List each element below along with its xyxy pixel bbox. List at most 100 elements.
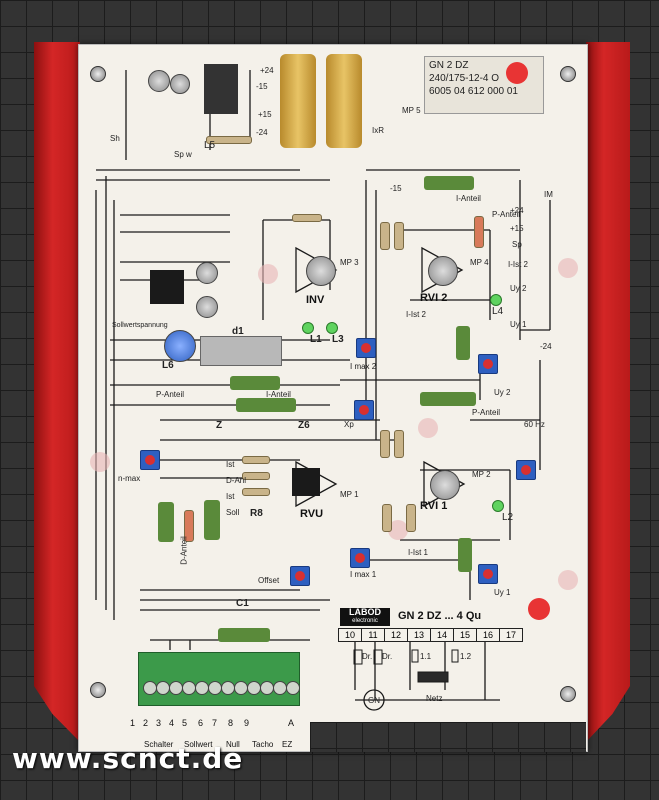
- label-danl: D-Anl: [226, 476, 247, 485]
- terminal-screw[interactable]: [221, 681, 235, 695]
- label-rvi2: RVI 2: [420, 292, 448, 304]
- green-terminal-block: [138, 652, 300, 706]
- pot-nmax[interactable]: [140, 450, 160, 470]
- resistor-v2: [394, 222, 404, 250]
- terminal-screw[interactable]: [234, 681, 248, 695]
- label-ist2: I-Ist 2: [406, 310, 427, 319]
- label-m24: -24: [256, 128, 268, 137]
- voltage-regulator: [204, 64, 238, 114]
- pin-number: 2: [143, 718, 149, 728]
- film-cap-8: [458, 538, 472, 572]
- label-60hz: 60 Hz: [524, 420, 545, 429]
- elko-4: [196, 296, 218, 318]
- label-ianteil-1: I-Anteil: [266, 390, 291, 399]
- bottom-label: Tacho: [252, 740, 274, 749]
- label-danteil: D-Anteil: [179, 536, 189, 565]
- label-soll: Soll: [226, 508, 240, 517]
- small-elko-1: [148, 70, 170, 92]
- label-zd: Z: [216, 420, 223, 431]
- led-l4: [490, 294, 502, 306]
- terminal-screw[interactable]: [247, 681, 261, 695]
- terminal-screw[interactable]: [208, 681, 222, 695]
- terminal-num: 17: [499, 628, 523, 642]
- label-p15b: +15: [510, 224, 524, 233]
- label-uy2: Uy 2: [494, 388, 511, 397]
- left-red-rail: [34, 42, 80, 742]
- op-amp-rvi1: [430, 470, 460, 500]
- pin-number: A: [288, 718, 295, 728]
- label-sh: Sh: [110, 134, 120, 143]
- brand-sub: electronic: [352, 618, 378, 624]
- resistor: [206, 136, 252, 144]
- label-spw: Sp w: [174, 150, 192, 159]
- label-panteil-2: P-Anteil: [492, 210, 521, 219]
- terminal-screw[interactable]: [156, 681, 170, 695]
- label-l2: L2: [502, 512, 514, 523]
- label-d1: d1: [232, 326, 244, 337]
- label-gn: GN: [368, 696, 380, 705]
- pin-number: 6: [198, 718, 204, 728]
- label-l4: L4: [492, 306, 504, 317]
- pot-uy1[interactable]: [478, 564, 498, 584]
- pin-number: 8: [228, 718, 234, 728]
- right-red-rail: [586, 42, 630, 742]
- terminal-num: 12: [384, 628, 408, 642]
- label-dr-2: Dr.: [382, 652, 393, 661]
- blue-elko: [164, 330, 196, 362]
- pin-number: 1: [130, 718, 136, 728]
- ic-chip: [150, 270, 184, 304]
- terminal-screw[interactable]: [286, 681, 300, 695]
- op-amp-rvu: [292, 468, 320, 496]
- pot-offset[interactable]: [290, 566, 310, 586]
- label-p15: +15: [258, 110, 272, 119]
- film-cap-6: [204, 500, 220, 540]
- terminal-screw[interactable]: [182, 681, 196, 695]
- film-cap-9: [218, 628, 270, 642]
- film-cap-7: [456, 326, 470, 360]
- pin-number: 7: [212, 718, 218, 728]
- watermark: www.scnct.de: [12, 742, 244, 775]
- red-sticker-bottom: [528, 598, 550, 620]
- label-l3: L3: [332, 334, 344, 345]
- label-m15: -15: [256, 82, 268, 91]
- terminal-screw[interactable]: [143, 681, 157, 695]
- label-mp5: MP 5: [402, 106, 421, 115]
- label-m15b: -15: [390, 184, 402, 193]
- label-ist2b: I-Ist 2: [508, 260, 529, 269]
- type-label: GN 2 DZ 240/175-12-4 O 6005 04 612 000 0…: [424, 56, 544, 114]
- pin-number: 9: [244, 718, 250, 728]
- resistor-h1: [242, 456, 270, 464]
- resistor-h4: [292, 214, 322, 222]
- led-l2: [492, 500, 504, 512]
- bottom-label: Null: [226, 740, 240, 749]
- pot-60hz[interactable]: [516, 460, 536, 480]
- terminal-num: 10: [338, 628, 362, 642]
- label-l1: L1: [310, 334, 322, 345]
- label-netz: Netz: [426, 694, 443, 703]
- terminal-num: 13: [407, 628, 431, 642]
- label-panteil-1: P-Anteil: [156, 390, 185, 399]
- terminal-screw[interactable]: [169, 681, 183, 695]
- pot-imax2[interactable]: [356, 338, 376, 358]
- terminal-screw[interactable]: [260, 681, 274, 695]
- label-offset: Offset: [258, 576, 280, 585]
- pot-xp[interactable]: [354, 400, 374, 420]
- resistor-v6: [406, 504, 416, 532]
- brand-name: LABOD: [349, 607, 381, 617]
- terminal-num: 16: [476, 628, 500, 642]
- label-mp2: MP 2: [472, 470, 491, 479]
- label-panteil-3: P-Anteil: [472, 408, 501, 417]
- label-l11: 1.1: [420, 652, 432, 661]
- label-sollwert: Sollwertspannung: [112, 322, 168, 329]
- terminal-screw[interactable]: [195, 681, 209, 695]
- pot-uy2[interactable]: [478, 354, 498, 374]
- terminal-screw[interactable]: [273, 681, 287, 695]
- resistor-h2: [242, 472, 270, 480]
- label-l12: 1.2: [460, 652, 472, 661]
- pot-imax1[interactable]: [350, 548, 370, 568]
- led-l1: [302, 322, 314, 334]
- terminal-num: 15: [453, 628, 477, 642]
- label-uy1b: Uy 1: [510, 320, 527, 329]
- mount-screw-tl: [90, 66, 106, 82]
- bottom-label: Sollwert: [184, 740, 213, 749]
